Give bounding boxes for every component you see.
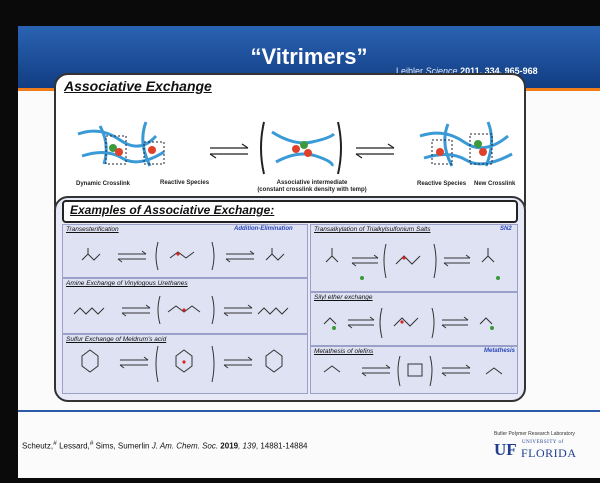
panel-silyl-ether [310, 292, 518, 346]
label-reactive-species-right: Reactive Species [417, 181, 467, 187]
panel-metathesis [310, 346, 518, 394]
label-new-crosslink: New Crosslink [474, 181, 516, 187]
associative-exchange-box [54, 73, 526, 219]
reaction-sketches [73, 241, 503, 387]
panel-title-amine-exchange: Amine Exchange of Vinylogous Urethanes [66, 280, 188, 287]
panel-transalkylation [310, 224, 518, 292]
label-dynamic-crosslink: Dynamic Crosslink [76, 181, 131, 187]
panel-amine-exchange [62, 278, 308, 334]
panel-title-sulfur-exchange: Sulfur Exchange of Meldrum's acid [66, 336, 167, 343]
network-left [77, 121, 165, 167]
panel-sulfur-exchange [62, 334, 308, 394]
reference: Leibler Science 2011, 334, 965-968 [396, 66, 538, 76]
slide-title: “Vitrimers” [250, 44, 368, 69]
label-intermediate: Associative intermediate [276, 180, 348, 186]
panel-mechanism-addition-elimination: Addition-Elimination [234, 226, 293, 232]
examples-title-box [62, 200, 518, 223]
footer-line [18, 410, 600, 412]
footer-bar [18, 414, 600, 452]
uf-logo-university: UNIVERSITY of [522, 440, 564, 445]
lab-name: Butler Polymer Research Laboratory [494, 431, 575, 437]
uf-logo: UF [494, 440, 517, 459]
panel-transesterification [62, 224, 308, 278]
uf-logo-florida: FLORIDA [521, 446, 577, 460]
associative-exchange-heading: Associative Exchange [64, 78, 212, 94]
panel-title-metathesis: Metathesis of olefins [314, 348, 374, 355]
label-intermediate-note: (constant crosslink density with temp) [257, 187, 367, 193]
examples-heading: Examples of Associative Exchange: [70, 203, 275, 217]
label-reactive-species-left: Reactive Species [160, 180, 210, 186]
panel-title-transesterification: Transesterification [66, 226, 119, 233]
panel-mechanism-sn2: SN2 [500, 226, 512, 232]
citation: Scheutz,# Lessard,# Sims, Sumerlin J. Am… [22, 440, 308, 451]
panel-mechanism-metathesis: Metathesis [484, 348, 516, 354]
associative-exchange-scheme [77, 121, 513, 175]
panel-title-silyl-ether: Silyl ether exchange [314, 294, 373, 301]
panel-title-transalkylation: Transalkylation of Trialkylsulfonium Sal… [314, 226, 431, 233]
